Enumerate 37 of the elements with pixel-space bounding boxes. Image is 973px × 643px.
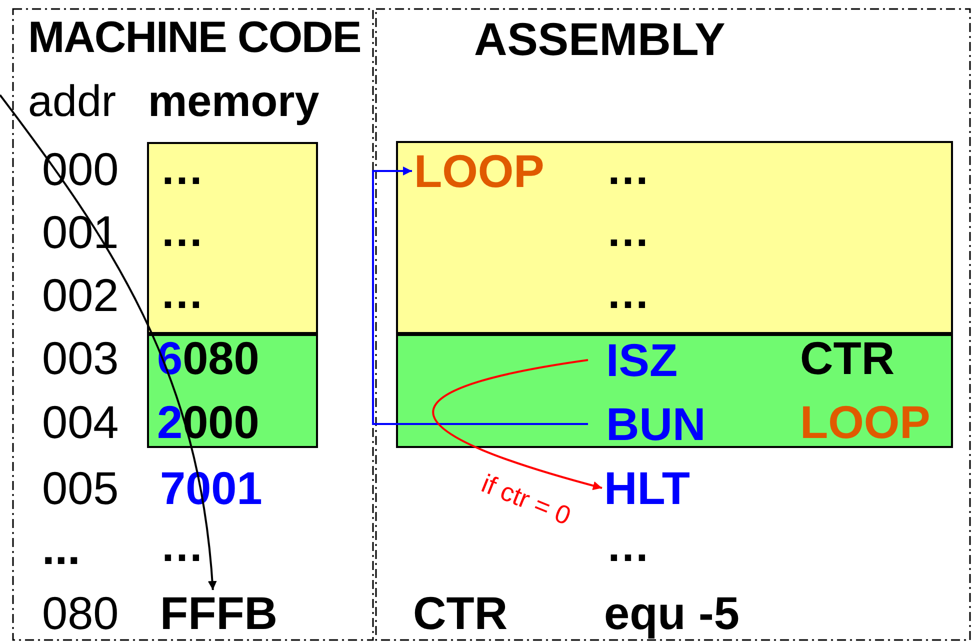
ellipsis: … (606, 148, 650, 192)
instruction: BUN (606, 401, 706, 447)
memory-block (147, 142, 318, 334)
operand: CTR (800, 335, 895, 381)
ellipsis: … (606, 272, 650, 316)
column-heading: memory (148, 80, 320, 124)
panel-heading: MACHINE CODE (28, 16, 361, 60)
column-heading: addr (28, 80, 116, 124)
code-block (396, 334, 953, 448)
ellipsis: … (160, 525, 204, 569)
arrow (372, 166, 588, 425)
address: 002 (42, 272, 119, 318)
arrow (0, 94, 217, 590)
memory-word: 2000 (157, 399, 260, 445)
ellipsis: ... (42, 525, 80, 571)
instruction: HLT (604, 465, 690, 511)
machine-code-panel (12, 8, 374, 641)
directive: equ -5 (604, 590, 740, 636)
instruction: ISZ (606, 337, 678, 383)
arrow (433, 359, 602, 490)
operand: LOOP (800, 399, 930, 445)
ellipsis: … (606, 525, 650, 569)
memory-word: FFFB (160, 590, 278, 636)
label-name: CTR (413, 590, 508, 636)
ellipsis: … (160, 272, 204, 316)
panel-heading: ASSEMBLY (474, 16, 726, 62)
address: 003 (42, 335, 119, 381)
address: 004 (42, 399, 119, 445)
address: 005 (42, 465, 119, 511)
ellipsis: … (160, 148, 204, 192)
code-block (396, 141, 953, 334)
ellipsis: … (160, 210, 204, 254)
memory-block (147, 334, 318, 448)
address: 080 (42, 590, 119, 636)
label-name: LOOP (414, 148, 544, 194)
ellipsis: … (606, 210, 650, 254)
assembly-panel (375, 8, 971, 641)
